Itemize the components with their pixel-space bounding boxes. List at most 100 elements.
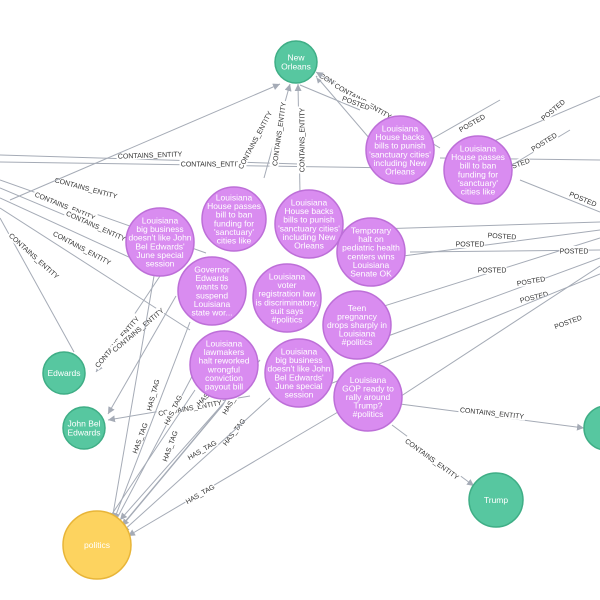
node-circle[interactable]	[264, 338, 334, 408]
relationship-label-background	[269, 100, 288, 168]
relationship-line[interactable]	[0, 154, 300, 165]
relationship-type-label: CONTAINS_ENTITY	[181, 162, 246, 169]
relationship-line[interactable]	[387, 257, 600, 337]
relationship-label-group: POSTED	[477, 265, 507, 275]
relationship-label-group: HAS_TAG	[219, 415, 247, 448]
relationship-label-background	[63, 207, 129, 244]
relationship-label-background	[528, 130, 559, 154]
node-circle[interactable]	[177, 256, 247, 326]
relationship-label-background	[109, 304, 167, 355]
relationship-label-background	[458, 404, 526, 421]
node-circle[interactable]	[252, 263, 322, 333]
relationship-line[interactable]	[119, 379, 245, 521]
relationship-label-background	[32, 188, 98, 223]
relationship-type-label: POSTED	[516, 276, 546, 288]
relationship-line[interactable]	[107, 389, 196, 521]
relationship-line[interactable]	[121, 397, 271, 533]
node-politics[interactable]: politics	[62, 510, 132, 580]
relationship-label-group: CONTAINS_ENTITY	[52, 174, 120, 201]
relationship-label-group: POSTED	[455, 239, 485, 249]
relationship-label-background	[538, 96, 567, 123]
relationship-type-label: POSTED	[560, 249, 589, 256]
relationship-label-background	[487, 229, 517, 242]
relationship-label-group: CONTAINS_ENTITY	[109, 304, 167, 355]
relationship-line[interactable]	[315, 75, 371, 140]
node-edwards[interactable]: Edwards	[42, 351, 86, 395]
relationship-label-background	[179, 159, 247, 168]
relationship-line[interactable]	[345, 237, 600, 319]
relationship-label-background	[518, 288, 550, 305]
relationship-label-background	[50, 227, 114, 268]
relationship-label-group: POSTED	[552, 312, 584, 331]
relationship-label-group: POSTED	[559, 246, 589, 256]
relationship-type-label: CONTAINS_ENTITY	[300, 107, 307, 172]
node-circle[interactable]	[42, 351, 86, 395]
relationship-line[interactable]	[519, 179, 600, 213]
relationship-label-background	[183, 481, 217, 506]
relationship-label-group: CONTAINS_ENTITY	[179, 159, 247, 169]
node-circle[interactable]	[333, 362, 403, 432]
node-circle[interactable]	[336, 217, 406, 287]
node-circle[interactable]	[62, 406, 106, 450]
relationship-line[interactable]	[107, 295, 177, 415]
relationship-label-group: POSTED	[487, 229, 517, 242]
relationship-label-background	[143, 377, 162, 413]
relationship-label-background	[340, 93, 372, 112]
relationship-line[interactable]	[391, 265, 600, 403]
relationship-label-group: CONTAINS_ENTITY	[297, 106, 307, 174]
relationship-label-background	[559, 246, 589, 255]
relationship-label-background	[6, 229, 63, 282]
relationship-line[interactable]	[127, 411, 339, 537]
node-circle[interactable]	[274, 40, 318, 84]
node-trump[interactable]: Trump	[468, 472, 524, 528]
relationship-line[interactable]	[429, 99, 501, 141]
node-circle[interactable]	[62, 510, 132, 580]
relationship-line[interactable]	[109, 275, 155, 521]
node-circle[interactable]	[583, 406, 600, 450]
relationship-label-group: POSTED	[538, 96, 567, 123]
relationship-label-group: HAS_TAG	[183, 481, 217, 506]
relationship-type-label: CONTAINS_ENTITY	[118, 151, 183, 160]
node-circle[interactable]	[189, 330, 259, 400]
relationship-label-background	[456, 111, 487, 134]
node-circle[interactable]	[125, 207, 195, 277]
node-circle[interactable]	[468, 472, 524, 528]
relationship-line[interactable]	[113, 321, 191, 521]
relationship-label-group: POSTED	[528, 130, 559, 154]
node-circle[interactable]	[322, 290, 392, 360]
node-circle[interactable]	[201, 186, 267, 252]
relationship-line[interactable]	[479, 95, 600, 148]
node-entity-l[interactable]: L	[583, 406, 600, 450]
relationship-line[interactable]	[9, 83, 281, 201]
node-circle[interactable]	[365, 115, 435, 185]
relationship-label-background	[567, 188, 599, 209]
relationship-label-group: HAS_TAG	[143, 377, 162, 413]
relationship-line[interactable]	[113, 349, 207, 525]
relationship-label-background	[52, 174, 120, 201]
node-circle[interactable]	[274, 189, 344, 259]
relationship-label-background	[477, 265, 507, 274]
relationship-label-background	[234, 108, 275, 172]
relationship-type-label: CONTAINS_ENTITY	[112, 307, 166, 354]
node-circle[interactable]	[443, 135, 513, 205]
relationship-label-background	[552, 312, 584, 331]
relationship-label-group: CONTAINS_ENTITY	[402, 435, 463, 482]
relationship-label-background	[402, 435, 463, 482]
relationship-label-background	[159, 428, 180, 464]
relationship-line[interactable]	[299, 84, 361, 111]
